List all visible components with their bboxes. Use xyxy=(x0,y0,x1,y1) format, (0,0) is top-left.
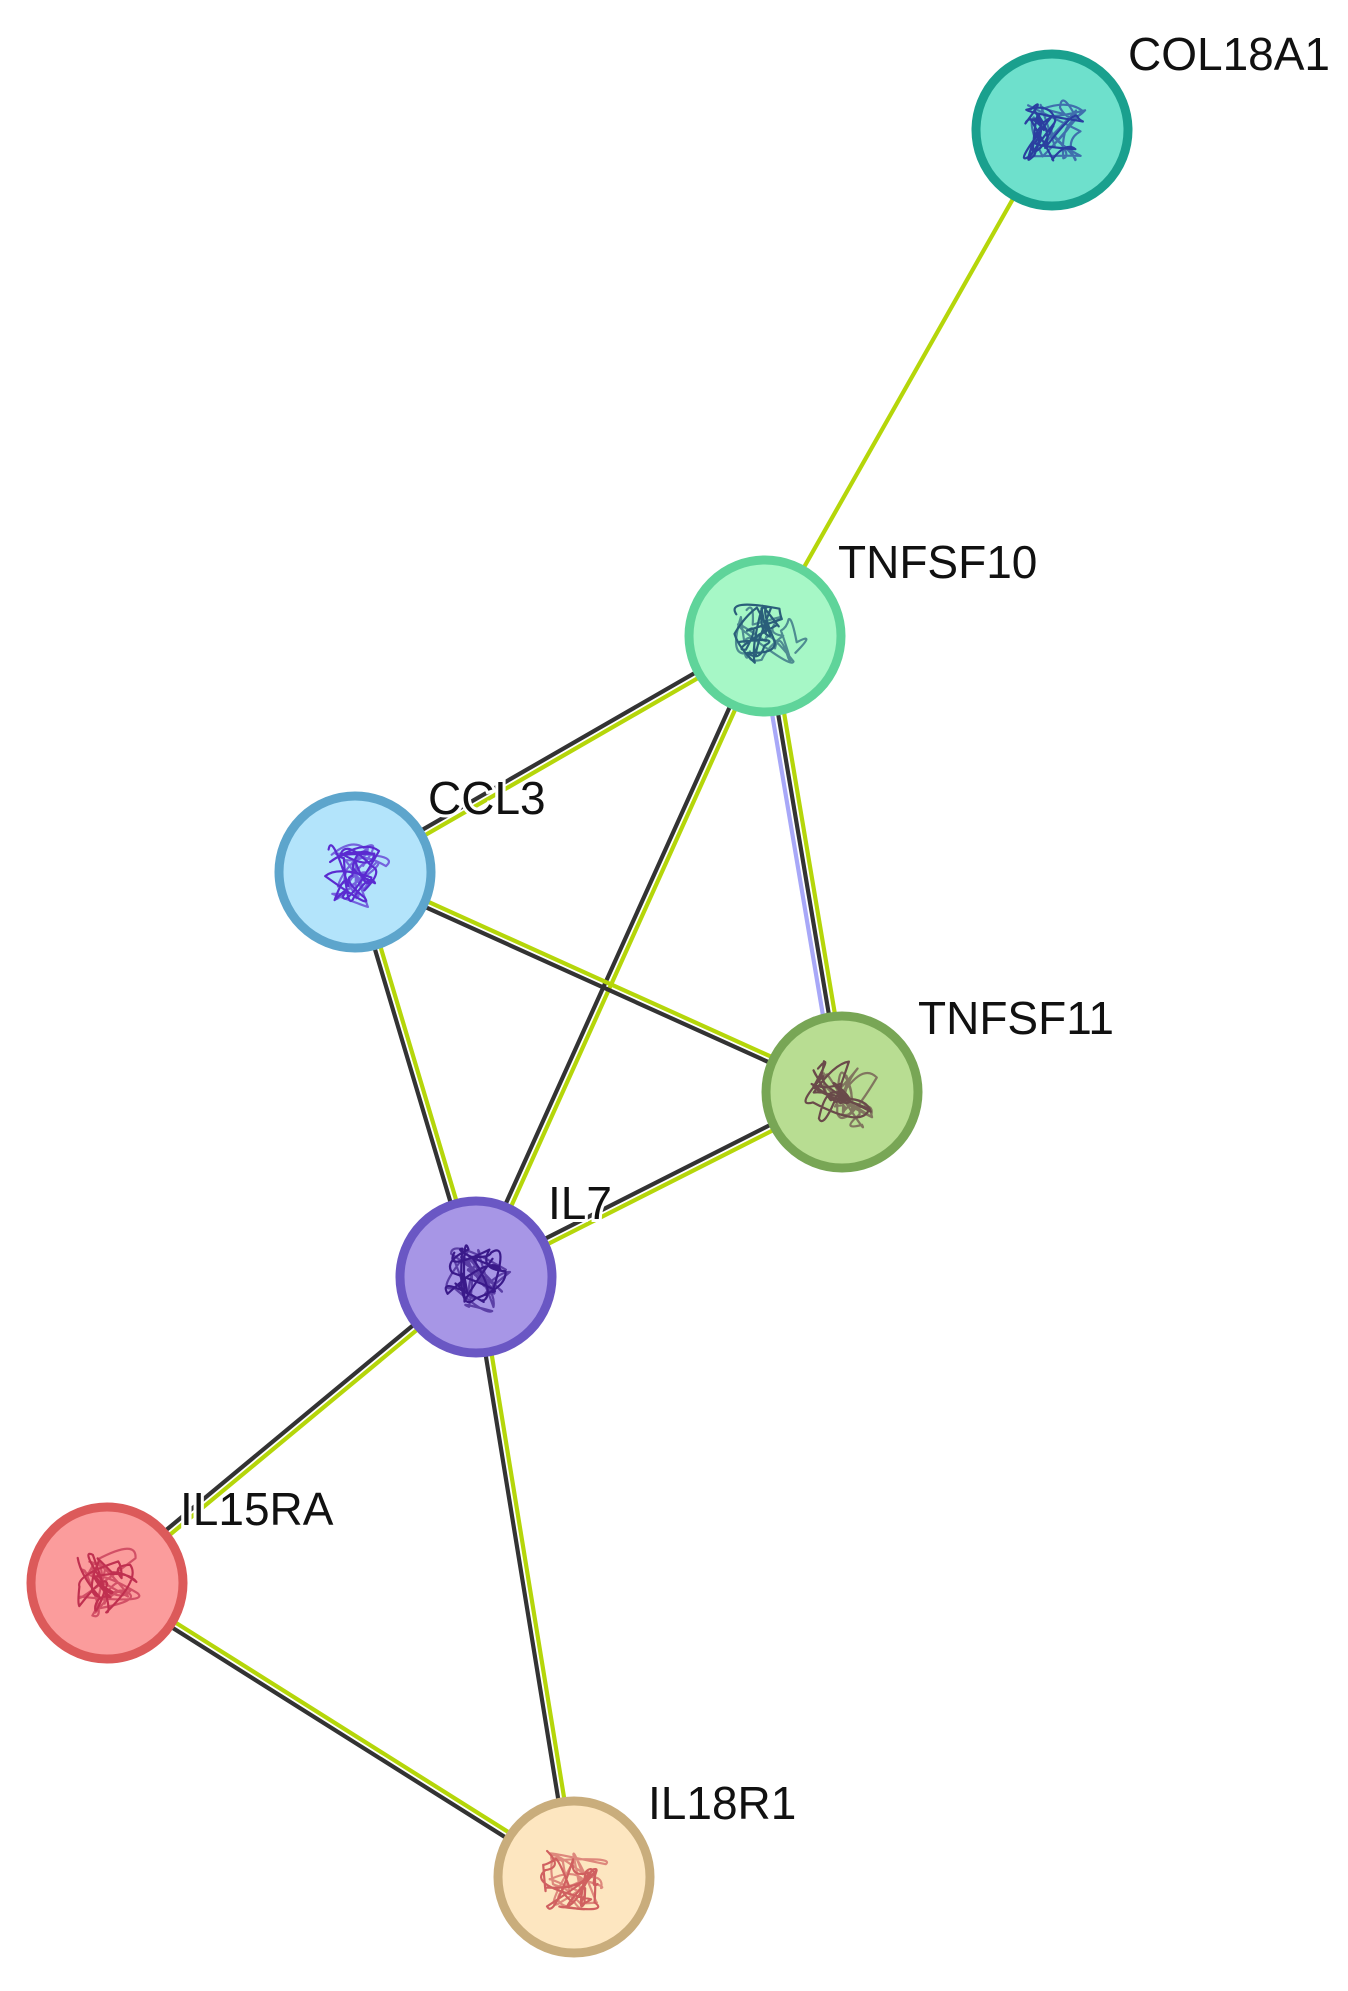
protein-structure-icon xyxy=(76,1547,141,1618)
node-tnfsf11[interactable] xyxy=(761,1011,923,1173)
edge-il7-il18r1[interactable] xyxy=(470,1274,580,1880)
node-circle xyxy=(684,555,846,717)
edge-ccl3-tnfsf11[interactable] xyxy=(351,867,846,1097)
edge-strand-coexpression xyxy=(470,1275,574,1880)
node-col18a1[interactable] xyxy=(971,49,1133,211)
edge-strand-coexpression xyxy=(351,872,843,1097)
node-label-tnfsf11: TNFSF11 xyxy=(918,992,1114,1044)
edge-tnfsf10-il7[interactable] xyxy=(471,632,770,1281)
edge-strand-textmining xyxy=(476,635,770,1281)
node-label-il15ra: IL15RA xyxy=(180,1483,334,1535)
node-circle xyxy=(493,1796,655,1958)
node-label-il7: IL7 xyxy=(548,1177,612,1229)
protein-structure-icon xyxy=(733,603,808,664)
protein-structure-icon xyxy=(324,843,390,908)
protein-structure-icon xyxy=(1022,99,1087,162)
node-label-tnfsf10: TNFSF10 xyxy=(838,536,1037,588)
node-il15ra[interactable] xyxy=(26,1502,188,1664)
edge-strand-textmining xyxy=(476,1274,580,1879)
node-ccl3[interactable] xyxy=(274,791,436,953)
protein-structure-icon xyxy=(444,1244,512,1313)
nodes-layer xyxy=(26,49,1133,1958)
node-label-il18r1: IL18R1 xyxy=(648,1777,796,1829)
edge-strand-coexpression xyxy=(471,632,765,1278)
node-tnfsf10[interactable] xyxy=(684,555,846,717)
node-il7[interactable] xyxy=(395,1196,557,1358)
node-label-ccl3: CCL3 xyxy=(428,772,546,824)
edge-strand-textmining xyxy=(354,867,846,1092)
node-label-col18a1: COL18A1 xyxy=(1128,28,1330,80)
edges-layer xyxy=(102,127,1055,1882)
node-il18r1[interactable] xyxy=(493,1796,655,1958)
edge-col18a1-tnfsf10[interactable] xyxy=(762,127,1055,639)
edge-strand-textmining xyxy=(106,1578,578,1877)
protein-structure-icon xyxy=(540,1849,609,1911)
edge-il15ra-il18r1[interactable] xyxy=(103,1578,578,1882)
protein-structure-icon xyxy=(804,1060,878,1129)
edge-strand-coexpression xyxy=(103,1583,575,1882)
edge-strand-textmining xyxy=(762,127,1055,639)
